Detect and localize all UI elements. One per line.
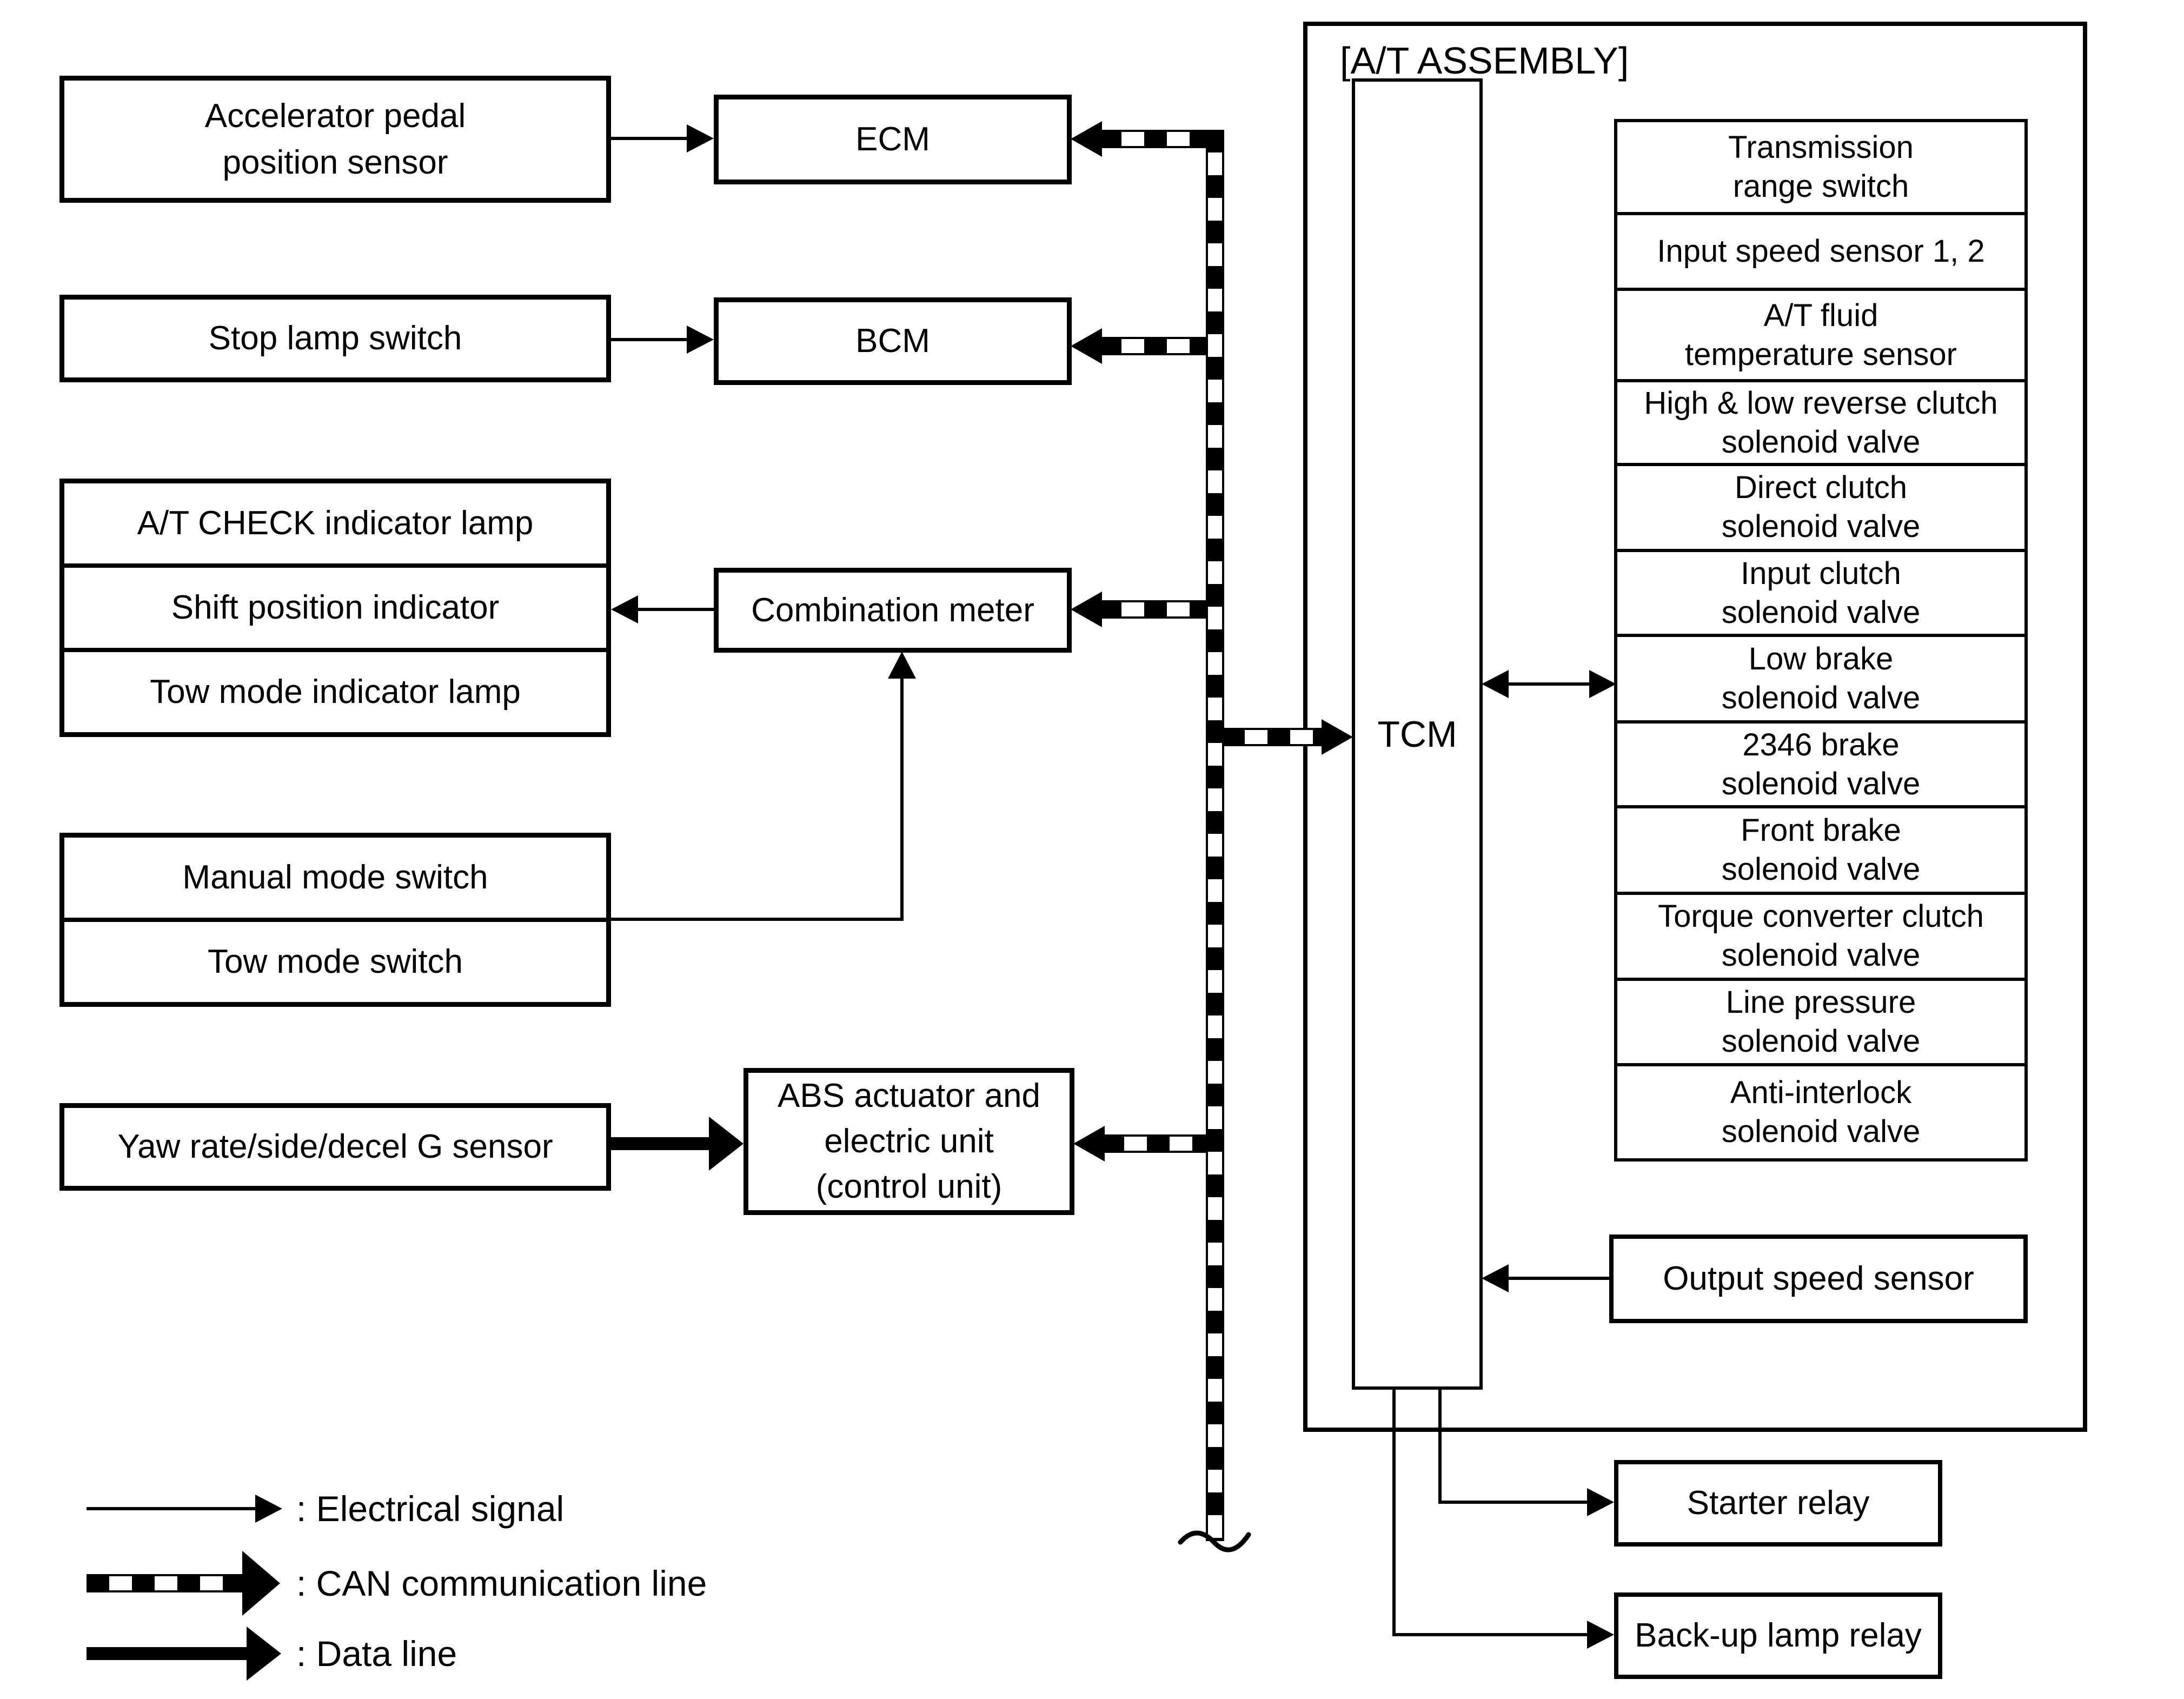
yaw-rate-sensor-label: Yaw rate/side/decel G sensor bbox=[117, 1128, 553, 1165]
accelerator-pedal-position-sensor-box: Accelerator pedal position sensor bbox=[59, 76, 611, 203]
can-arrowhead-ecm bbox=[1071, 121, 1102, 157]
can-arrowhead-abs bbox=[1073, 1126, 1105, 1162]
legend-data-label: : Data line bbox=[296, 1634, 457, 1674]
can-branch-tcm bbox=[1222, 728, 1323, 746]
line-tcm-backup-vertical bbox=[1392, 1387, 1396, 1636]
arrowhead-tcm-to-stack bbox=[1589, 670, 1616, 698]
dataline-yaw-to-abs bbox=[611, 1137, 711, 1150]
tow-mode-switch-row: Tow mode switch bbox=[64, 918, 606, 1002]
at-check-indicator-row: A/T CHECK indicator lamp bbox=[64, 483, 606, 563]
can-arrowhead-tcm bbox=[1322, 719, 1353, 755]
starter-relay-label: Starter relay bbox=[1687, 1484, 1870, 1522]
line-tcm-stack bbox=[1506, 682, 1589, 686]
shift-position-indicator-label: Shift position indicator bbox=[171, 589, 500, 626]
legend-can-arrowhead bbox=[242, 1551, 280, 1616]
can-branch-ecm bbox=[1099, 130, 1208, 148]
accelerator-label-line1: Accelerator pedal bbox=[204, 97, 466, 135]
bcm-box: BCM bbox=[714, 297, 1072, 385]
arrowhead-meter-to-indicator bbox=[611, 595, 638, 623]
tcm-label: TCM bbox=[1377, 713, 1457, 755]
indicator-lamp-stack: A/T CHECK indicator lamp Shift position … bbox=[59, 479, 611, 737]
yaw-rate-sensor-box: Yaw rate/side/decel G sensor bbox=[59, 1103, 611, 1191]
legend-can-line bbox=[87, 1574, 244, 1592]
front-brake-row: Front brake solenoid valve bbox=[1617, 805, 2024, 892]
arrowhead-modeswitch-to-meter bbox=[888, 652, 916, 679]
manual-mode-switch-row: Manual mode switch bbox=[64, 838, 606, 918]
legend-data-line bbox=[87, 1647, 249, 1660]
can-branch-abs bbox=[1101, 1134, 1208, 1153]
can-arrowhead-combination-meter bbox=[1071, 592, 1102, 627]
arrowhead-accel-to-ecm bbox=[687, 124, 714, 152]
line-meter-to-indicator bbox=[636, 608, 714, 611]
backup-lamp-relay-box: Back-up lamp relay bbox=[1614, 1592, 1942, 1679]
manual-mode-switch-label: Manual mode switch bbox=[182, 859, 488, 896]
arrowhead-tcm-to-backup bbox=[1587, 1621, 1614, 1649]
mode-switch-stack: Manual mode switch Tow mode switch bbox=[59, 833, 611, 1007]
arrowhead-stack-to-tcm bbox=[1482, 670, 1509, 698]
can-branch-combination-meter bbox=[1099, 600, 1208, 619]
bcm-label: BCM bbox=[855, 322, 930, 360]
at-fluid-temp-sensor-row: A/T fluid temperature sensor bbox=[1617, 288, 2024, 379]
line-output-to-tcm bbox=[1506, 1277, 1609, 1280]
can-branch-bcm bbox=[1099, 337, 1208, 355]
abs-label-line1: ABS actuator and bbox=[778, 1077, 1040, 1114]
line-tcm-starter-horizontal bbox=[1438, 1501, 1589, 1504]
tcm-box: TCM bbox=[1352, 78, 1483, 1390]
backup-lamp-relay-label: Back-up lamp relay bbox=[1635, 1617, 1922, 1654]
accelerator-label-line2: position sensor bbox=[222, 143, 448, 181]
combination-meter-label: Combination meter bbox=[751, 591, 1034, 629]
line-stoplamp-to-bcm bbox=[611, 338, 689, 341]
brake-2346-row: 2346 brake solenoid valve bbox=[1617, 720, 2024, 805]
stop-lamp-switch-box: Stop lamp switch bbox=[59, 295, 611, 382]
torque-converter-clutch-row: Torque converter clutch solenoid valve bbox=[1617, 892, 2024, 978]
abs-label-line2: electric unit bbox=[824, 1123, 994, 1160]
line-pressure-row: Line pressure solenoid valve bbox=[1617, 977, 2024, 1063]
anti-interlock-row: Anti-interlock solenoid valve bbox=[1617, 1063, 2024, 1158]
arrowhead-tcm-to-starter bbox=[1587, 1488, 1614, 1516]
arrowhead-stoplamp-to-bcm bbox=[687, 326, 714, 354]
transmission-range-switch-row: Transmission range switch bbox=[1728, 130, 1914, 204]
arrowhead-yaw-to-abs bbox=[709, 1117, 744, 1171]
line-accel-to-ecm bbox=[611, 137, 689, 140]
at-check-indicator-label: A/T CHECK indicator lamp bbox=[137, 505, 534, 542]
arrowhead-output-to-tcm bbox=[1482, 1264, 1509, 1292]
at-solenoid-sensor-stack: Transmission range switch Input speed se… bbox=[1614, 119, 2028, 1162]
input-clutch-row: Input clutch solenoid valve bbox=[1617, 549, 2024, 634]
line-modeswitch-vertical bbox=[900, 676, 904, 921]
tow-mode-switch-label: Tow mode switch bbox=[207, 943, 463, 980]
can-trunk-line bbox=[1206, 130, 1224, 1541]
high-low-reverse-clutch-row: High & low reverse clutch solenoid valve bbox=[1617, 379, 2024, 462]
abs-label-line3: (control unit) bbox=[815, 1168, 1003, 1205]
shift-position-indicator-row: Shift position indicator bbox=[64, 563, 606, 648]
starter-relay-box: Starter relay bbox=[1614, 1460, 1942, 1547]
can-arrowhead-bcm bbox=[1071, 328, 1102, 364]
legend-electrical-line bbox=[87, 1507, 257, 1510]
abs-actuator-box: ABS actuator and electric unit (control … bbox=[744, 1068, 1074, 1215]
low-brake-row: Low brake solenoid valve bbox=[1617, 634, 2024, 720]
ecm-label: ECM bbox=[855, 121, 930, 158]
output-speed-sensor-label: Output speed sensor bbox=[1663, 1260, 1974, 1297]
can-trunk-break-squiggle bbox=[1178, 1530, 1251, 1552]
legend-can-label: : CAN communication line bbox=[296, 1563, 707, 1603]
tow-mode-indicator-label: Tow mode indicator lamp bbox=[150, 673, 521, 711]
tow-mode-indicator-row: Tow mode indicator lamp bbox=[64, 648, 606, 732]
combination-meter-box: Combination meter bbox=[714, 568, 1072, 653]
output-speed-sensor-box: Output speed sensor bbox=[1609, 1235, 2028, 1323]
line-tcm-backup-horizontal bbox=[1392, 1633, 1589, 1636]
ecm-box: ECM bbox=[714, 95, 1072, 184]
stop-lamp-label: Stop lamp switch bbox=[208, 320, 462, 357]
line-modeswitch-horizontal bbox=[611, 918, 904, 921]
legend-electrical-label: : Electrical signal bbox=[296, 1489, 565, 1529]
direct-clutch-row: Direct clutch solenoid valve bbox=[1617, 462, 2024, 549]
input-speed-sensor-row: Input speed sensor 1, 2 bbox=[1617, 212, 2024, 288]
legend-data-arrowhead bbox=[247, 1627, 281, 1681]
legend-electrical-arrowhead bbox=[255, 1495, 282, 1523]
line-tcm-starter-vertical bbox=[1438, 1387, 1442, 1504]
at-assembly-title: [A/T ASSEMBLY] bbox=[1340, 39, 1629, 82]
